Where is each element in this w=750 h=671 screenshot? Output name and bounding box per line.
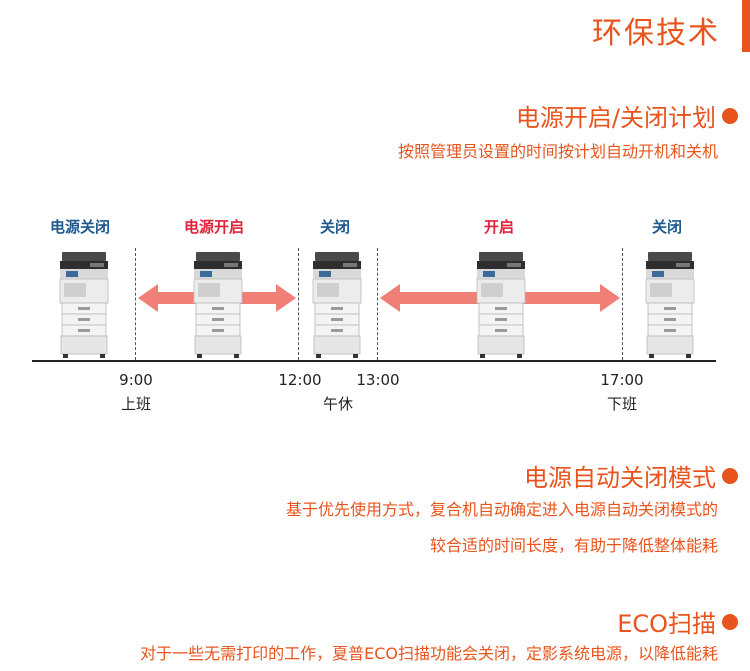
eco-scan-title: ECO扫描 — [617, 610, 716, 638]
eco-scan-description: 对于一些无需打印的工作，夏普ECO扫描功能会关闭，定影系统电源，以降低能耗 — [140, 644, 718, 663]
page-header: 环保技术 — [0, 0, 750, 56]
bullet-dot-icon — [722, 613, 738, 630]
time-12pm-value: 12:00 — [278, 371, 322, 389]
eco-scan-heading: ECO扫描 — [617, 604, 738, 639]
state-label-power-on: 电源开启 — [184, 218, 245, 236]
time-5pm-value: 17:00 — [600, 371, 644, 389]
copier-image-4 — [476, 251, 526, 359]
copier-image-3 — [312, 251, 362, 359]
title-accent-bar — [742, 0, 750, 52]
state-label-off-noon: 关闭 — [320, 218, 351, 236]
timeline-axis — [32, 360, 716, 362]
auto-off-description-line2: 较合适的时间长度，有助于降低整体能耗 — [429, 536, 718, 555]
auto-off-title: 电源自动关闭模式 — [524, 464, 716, 492]
divider-1pm — [377, 248, 378, 360]
state-label-on-afternoon: 开启 — [484, 218, 515, 236]
time-9am-caption: 上班 — [120, 395, 151, 413]
copier-image-2 — [193, 251, 243, 359]
bullet-dot-icon — [722, 467, 738, 484]
time-5pm-caption: 下班 — [606, 395, 637, 413]
auto-off-heading: 电源自动关闭模式 — [524, 458, 738, 493]
copier-image-1 — [59, 251, 109, 359]
schedule-heading: 电源开启/关闭计划 — [516, 98, 738, 133]
time-1pm: 13:00 — [350, 368, 406, 392]
state-label-off-evening: 关闭 — [652, 218, 683, 236]
time-12pm: 12:00 — [272, 368, 328, 392]
bullet-dot-icon — [722, 107, 738, 124]
auto-off-description-line1: 基于优先使用方式，复合机自动确定进入电源自动关闭模式的 — [285, 500, 718, 519]
divider-5pm — [622, 248, 623, 360]
page-title: 环保技术 — [592, 16, 720, 51]
timeline-diagram — [59, 251, 695, 359]
copier-image-5 — [645, 251, 695, 359]
midday-caption: 午休 — [322, 395, 353, 413]
divider-12pm — [298, 248, 299, 360]
state-label-power-off: 电源关闭 — [50, 218, 111, 236]
time-9am: 9:00 上班 — [108, 368, 164, 416]
time-5pm: 17:00 下班 — [594, 368, 650, 416]
divider-9am — [135, 248, 136, 360]
schedule-title: 电源开启/关闭计划 — [515, 104, 716, 132]
schedule-description: 按照管理员设置的时间按计划自动开机和关机 — [397, 142, 718, 161]
time-1pm-value: 13:00 — [356, 371, 400, 389]
time-9am-value: 9:00 — [119, 371, 153, 389]
